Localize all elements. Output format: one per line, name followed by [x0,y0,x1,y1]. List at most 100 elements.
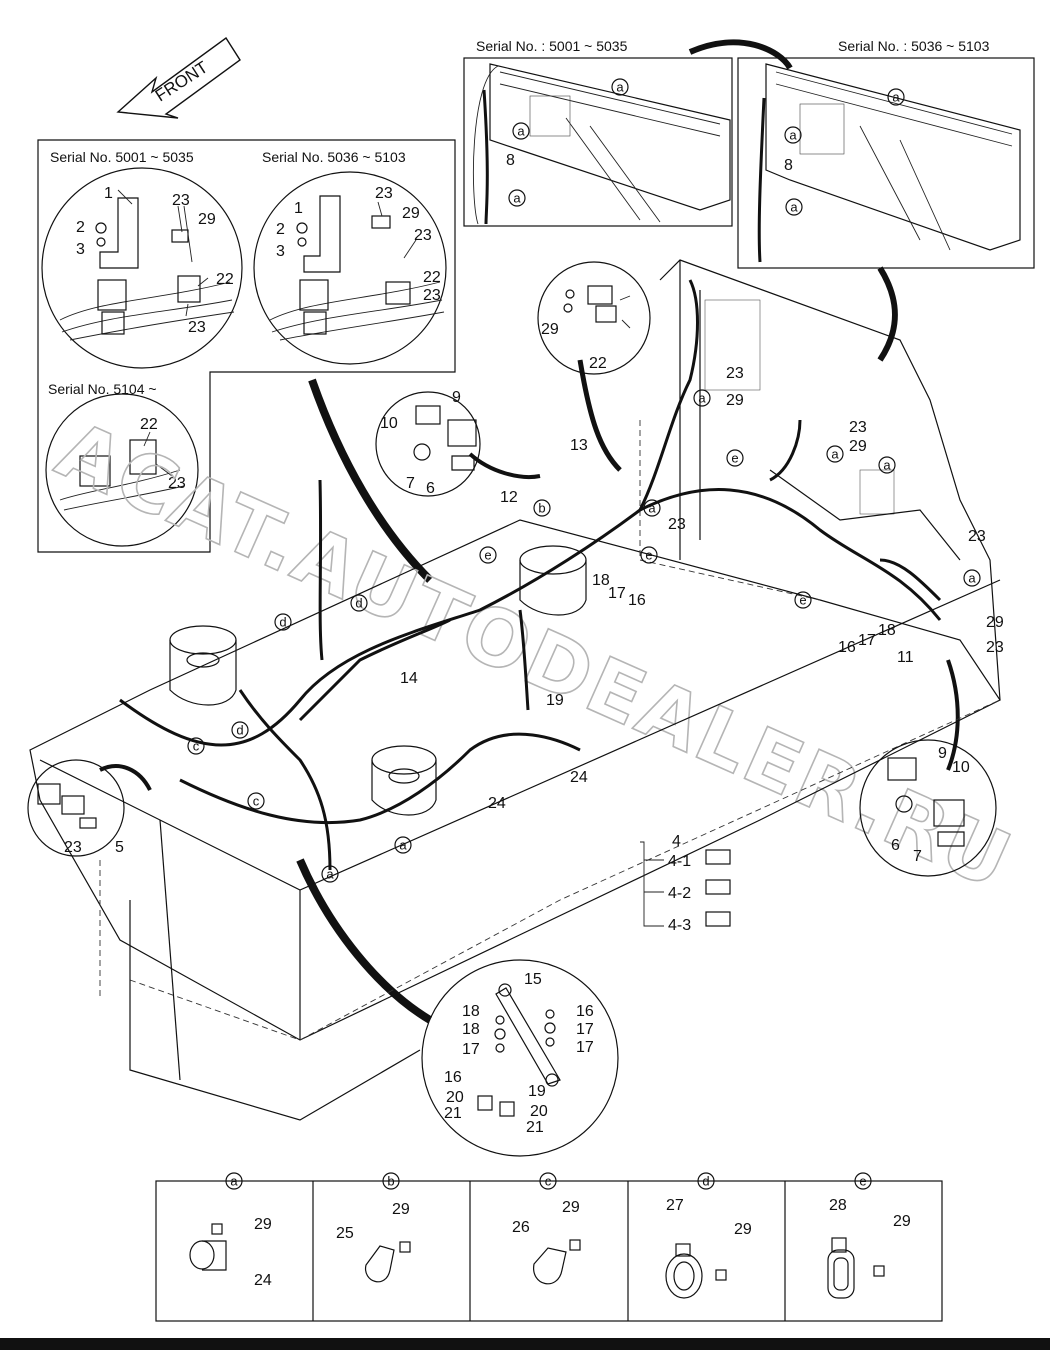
part-label-29b: 29 [849,438,867,455]
svg-text:e: e [731,451,738,466]
connector-left-label-23: 23 [64,839,82,856]
serial-5001-5035-top: Serial No. : 5001 ~ 5035 [476,38,628,54]
part-label-16a: 16 [838,639,856,656]
part-label-5: 5 [115,839,124,856]
callout-e-4: e [794,591,812,609]
part-label-4-2: 4-2 [668,885,691,902]
bracket-label-16b: 16 [576,1003,594,1020]
part-label-4-1: 4-1 [668,853,691,870]
legend-bolt-c: 29 [562,1199,580,1216]
part-label-29a: 29 [726,392,744,409]
svg-text:c: c [253,794,260,809]
part-label-13: 13 [570,437,588,454]
part-label-11: 11 [897,649,914,666]
callout-d-3: d [231,721,249,739]
serial-5001-5035-detail: Serial No. 5001 ~ 5035 [50,149,194,165]
svg-text:d: d [279,615,286,630]
bracket-detail [421,959,619,1157]
bracket-label-19a: 21 [444,1105,462,1122]
detail-circle-3 [45,393,199,547]
callout-b-1: b [533,499,551,517]
svg-text:a: a [698,391,706,406]
part-label-18a: 18 [878,622,896,639]
callout-a-12: a [394,836,412,854]
svg-text:d: d [236,723,243,738]
legend-cell-e: e 28 29 [827,1172,911,1299]
detail3-label-22: 22 [140,416,158,433]
leader-swoosh-lower-left [99,764,152,791]
upper-frame [29,259,1001,1121]
bracket-label-20b: 19 [528,1083,546,1100]
bracket-label-15: 15 [524,971,542,988]
leader-swoosh-relay [468,452,541,479]
wiring-harness [119,279,942,871]
detail2-label-23a: 23 [375,185,393,202]
leader-swoosh-top [688,39,793,70]
detail2-label-23c: 23 [423,287,441,304]
callout-a-8: a [826,445,844,463]
legend-part-e: 28 [829,1197,847,1214]
svg-text:e: e [645,548,652,563]
legend-letter-d: d [702,1174,709,1189]
legend-part-b: 25 [336,1225,354,1242]
part-label-23b: 23 [849,419,867,436]
svg-text:b: b [538,501,545,516]
callout-a-6: a [785,198,803,216]
legend-part-d: 27 [666,1197,684,1214]
part-label-17a: 17 [858,632,876,649]
svg-text:a: a [616,80,624,95]
svg-text:e: e [484,548,491,563]
svg-text:a: a [326,867,334,882]
bracket-label-21b: 20 [530,1103,548,1120]
bracket-label-20a: 16 [444,1069,462,1086]
relay-upper-label-7: 7 [406,475,415,492]
serial-panel1-label-8: 8 [506,152,515,169]
serial-panel-5036-5103: Serial No. : 5036 ~ 5103 [737,38,1035,269]
leader-swoosh-connector [577,359,622,472]
part-label-24b: 24 [488,795,506,812]
detail2-label-22: 22 [423,269,441,286]
callout-c-1: c [187,737,205,755]
svg-text:a: a [399,838,407,853]
relay-upper-label-10: 10 [380,415,398,432]
bracket-label-17b: 17 [576,1021,594,1038]
connector-label-22: 22 [589,355,607,372]
svg-text:a: a [892,90,900,105]
relay-lower-label-6: 6 [891,837,900,854]
part-label-18b: 18 [592,572,610,589]
legend-cell-b: b 29 25 [336,1172,411,1283]
part-label-19: 19 [546,692,564,709]
relay-upper-label-6: 6 [426,480,435,497]
legend-table: a 29 24 b 29 25 c 29 26 d [155,1172,943,1322]
part-label-4-3: 4-3 [668,917,691,934]
legend-bolt-a: 29 [254,1216,272,1233]
left-detail-panel: Serial No. 5001 ~ 5035 Serial No. 5036 ~… [37,139,456,553]
bracket-label-21a: 20 [446,1089,464,1106]
legend-letter-a: a [230,1174,238,1189]
legend-part-a: 24 [254,1272,272,1289]
serial-5036-5103-top: Serial No. : 5036 ~ 5103 [838,38,990,54]
detail3-label-23: 23 [168,475,186,492]
part-label-23c: 23 [668,516,686,533]
legend-cell-c: c 29 26 [512,1172,581,1285]
part-label-23d: 23 [968,528,986,545]
callout-e-2: e [479,546,497,564]
callout-a-9: a [878,456,896,474]
serial-5104-detail: Serial No. 5104 ~ [48,381,157,397]
detail2-label-29: 29 [402,205,420,222]
leader-swoosh-bottom [296,858,433,1024]
svg-text:a: a [513,191,521,206]
detail1-label-29: 29 [198,211,216,228]
part-label-23a: 23 [726,365,744,382]
callout-d-1: d [274,613,292,631]
bracket-label-16a: 17 [462,1041,480,1058]
callout-a-3: a [508,189,526,207]
front-arrow: FRONT [116,36,241,119]
detail2-label-3: 3 [276,243,285,260]
callout-a-7: a [693,389,711,407]
svg-text:a: a [968,571,976,586]
detail2-label-2: 2 [276,221,285,238]
column-back [519,545,587,616]
bracket-label-18a: 18 [462,1003,480,1020]
